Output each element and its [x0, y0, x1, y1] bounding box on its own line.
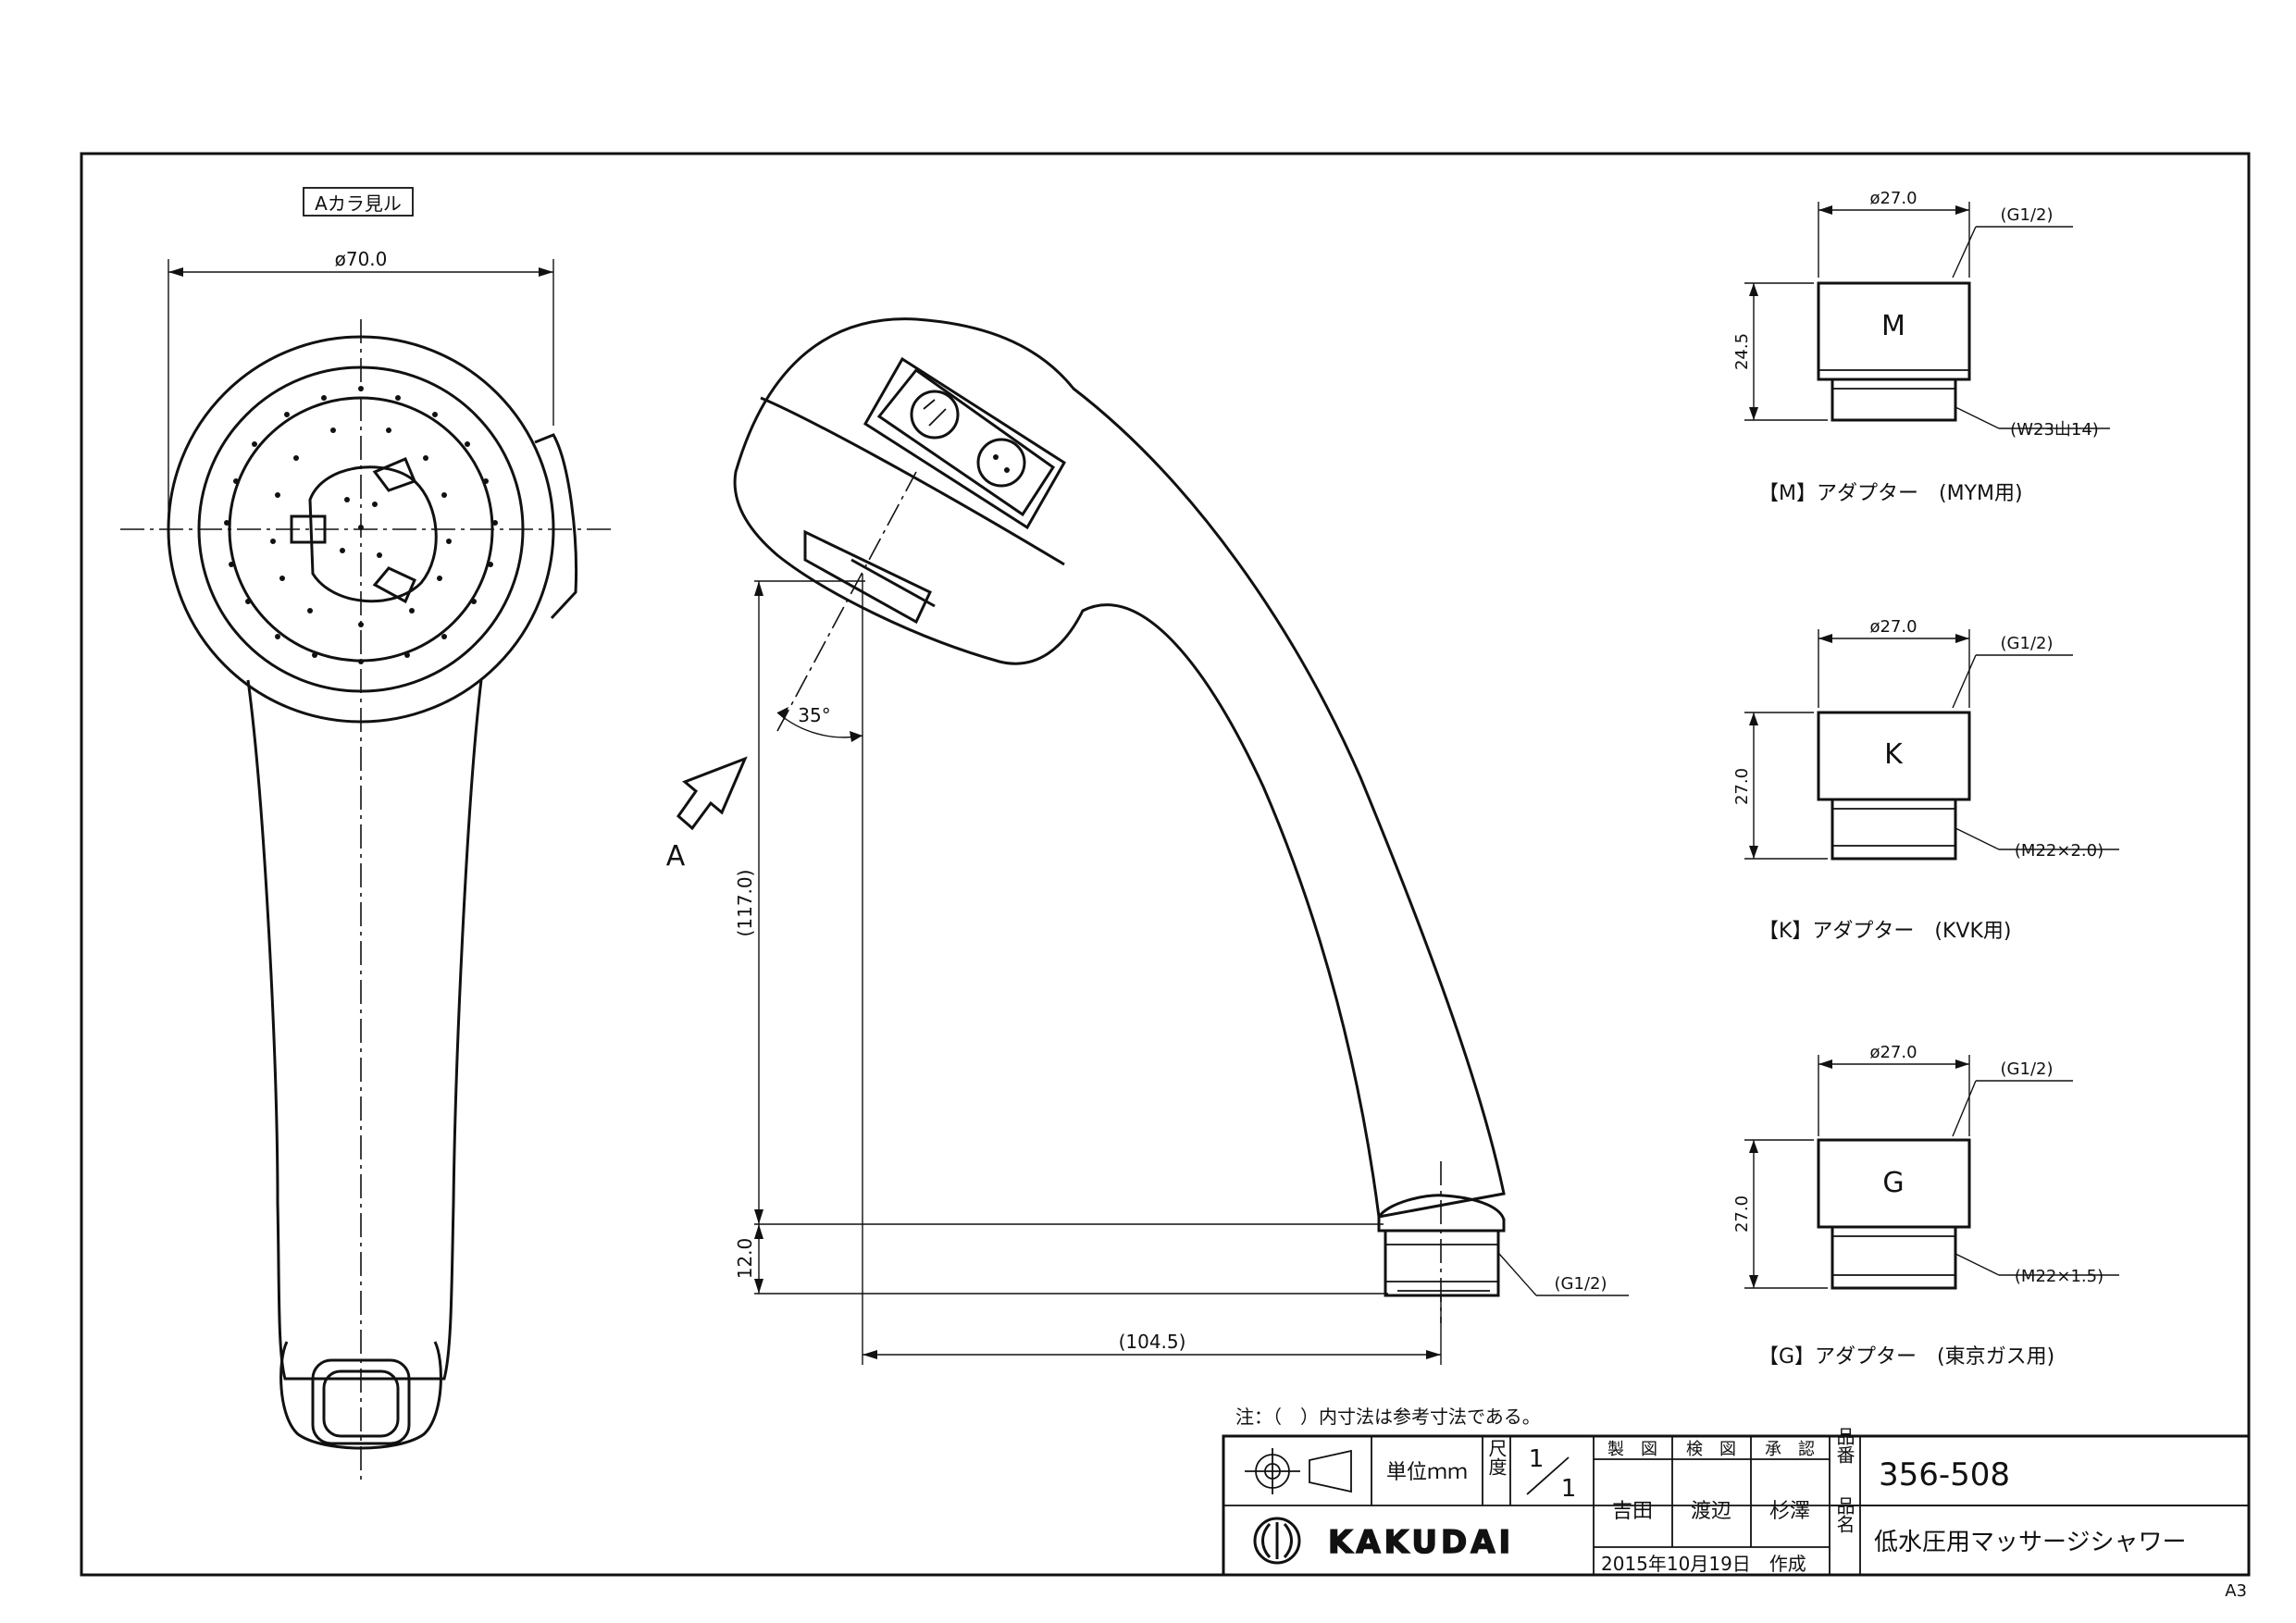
adapter-k-dia: ø27.0	[1869, 617, 1917, 637]
kakudai-logo: KAKUDAI	[1253, 1517, 1514, 1565]
adapter-g-dia: ø27.0	[1869, 1043, 1917, 1062]
title-block: 単位ｍｍ 尺度 1 1 製 図 検 図 承 認 吉田 渡辺 杉澤 品番 356-…	[1222, 1427, 2251, 1577]
checked-by: 渡辺	[1691, 1500, 1731, 1523]
dim-height-117: (117.0)	[734, 870, 756, 937]
dim-height-12: 12.0	[734, 1238, 756, 1280]
created-date: 2015年10月19日 作成	[1601, 1553, 1806, 1575]
view-arrow-label-a: A	[666, 840, 686, 873]
third-angle-projection-icon	[1245, 1448, 1352, 1494]
scale-label: 尺度	[1485, 1439, 1508, 1476]
checked-header: 検 図	[1686, 1440, 1736, 1459]
adapter-g-top-thread: (G1/2)	[2001, 1059, 2054, 1079]
adapter-m-caption: 【M】アダプター (MYM用)	[1758, 482, 2023, 505]
adapter-k-letter: K	[1884, 738, 1904, 771]
thread-note-g12: (G1/2)	[1555, 1274, 1607, 1294]
view-label: Aカラ見ル	[315, 192, 402, 215]
adapter-m-dia: ø27.0	[1869, 189, 1917, 208]
scale-num: 1	[1529, 1445, 1545, 1473]
dim-diameter-70: ø70.0	[335, 248, 388, 270]
angle-35: 35°	[798, 704, 830, 726]
drawn-header: 製 図	[1607, 1440, 1657, 1459]
approved-header: 承 認	[1765, 1440, 1815, 1459]
adapter-k-caption: 【K】アダプター (KVK用)	[1758, 920, 2012, 943]
adapter-m-height: 24.5	[1732, 333, 1752, 370]
brand-name: KAKUDAI	[1328, 1524, 1514, 1561]
dim-width-104: (104.5)	[1119, 1331, 1186, 1353]
adapter-g-bottom-thread: (M22×1.5)	[2015, 1267, 2104, 1286]
part-no-label: 品番	[1833, 1427, 1855, 1464]
adapter-g-height: 27.0	[1732, 1196, 1752, 1233]
adapter-k: ø27.0 (G1/2) K 27.0 (M22×2.0) 【K】アダプター (…	[1732, 617, 2119, 943]
part-name: 低水圧用マッサージシャワー	[1874, 1529, 2186, 1556]
drawn-by: 吉田	[1612, 1500, 1653, 1523]
scale-den: 1	[1561, 1475, 1577, 1503]
part-no: 356-508	[1879, 1456, 2010, 1493]
adapter-g: ø27.0 (G1/2) G 27.0 (M22×1.5) 【G】アダプター (…	[1732, 1043, 2119, 1369]
adapter-k-height: 27.0	[1732, 768, 1752, 805]
adapter-k-top-thread: (G1/2)	[2001, 634, 2054, 653]
sheet-size: A3	[2225, 1581, 2247, 1601]
part-name-label: 品名	[1833, 1496, 1855, 1533]
adapter-m-letter: M	[1881, 310, 1905, 342]
adapter-m-top-thread: (G1/2)	[2001, 205, 2054, 225]
unit-label: 単位ｍｍ	[1386, 1461, 1468, 1484]
front-view: Aカラ見ル ø70.0	[120, 187, 611, 1481]
reference-note: 注：（ ）内寸法は参考寸法である。	[1235, 1406, 1541, 1428]
sheet-border	[80, 152, 2251, 1577]
adapter-g-letter: G	[1882, 1167, 1904, 1199]
approved-by: 杉澤	[1769, 1500, 1810, 1523]
side-view: 35° A (117.0) 12.0 (104.5) (G1/2)	[666, 317, 1629, 1365]
adapter-g-caption: 【G】アダプター (東京ガス用)	[1758, 1345, 2054, 1369]
view-label-box	[303, 187, 414, 217]
adapter-m: ø27.0 (G1/2) M 24.5 (W23山14) 【M】アダプター (M…	[1732, 189, 2110, 505]
adapter-m-bottom-thread: (W23山14)	[2010, 420, 2099, 440]
adapter-k-bottom-thread: (M22×2.0)	[2015, 841, 2104, 861]
